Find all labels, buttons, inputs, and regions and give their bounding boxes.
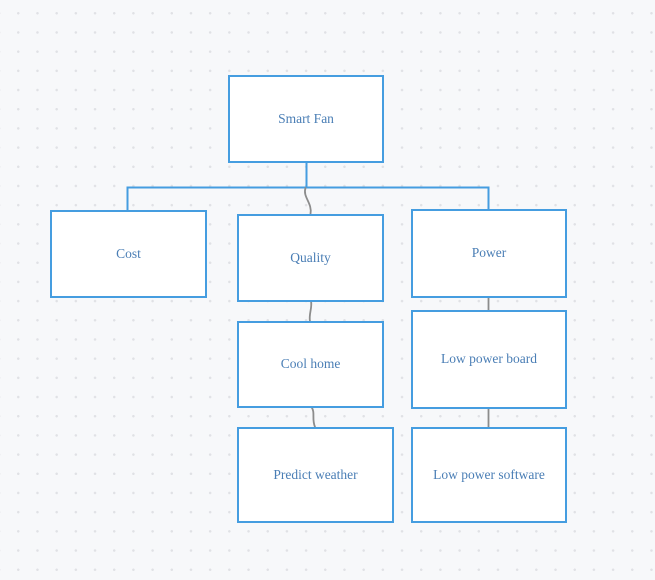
edge-smart-fan-to-power[interactable] [305, 163, 490, 209]
edge-cool-home-to-predict-weather[interactable] [310, 406, 316, 428]
node-low-power-board-label: Low power board [441, 351, 537, 367]
node-smart-fan-label: Smart Fan [278, 110, 334, 126]
node-quality[interactable]: Quality [237, 214, 384, 302]
edge-quality-to-cool-home[interactable] [308, 300, 313, 323]
node-power-label: Power [471, 245, 507, 261]
node-low-power-software-label: Low power software [433, 466, 545, 482]
edge-smart-fan-to-quality[interactable] [304, 187, 312, 215]
node-predict-weather[interactable]: Predict weather [237, 427, 394, 523]
node-smart-fan[interactable]: Smart Fan [228, 75, 384, 163]
node-predict-weather-label: Predict weather [273, 466, 358, 482]
node-cost[interactable]: Cost [50, 210, 207, 298]
node-cool-home[interactable]: Cool home [237, 321, 384, 408]
edge-smart-fan-to-cost[interactable] [126, 163, 308, 210]
node-cost-label: Cost [116, 245, 141, 261]
node-low-power-software[interactable]: Low power software [411, 427, 567, 523]
node-power[interactable]: Power [411, 209, 567, 298]
node-quality-label: Quality [290, 249, 331, 265]
node-low-power-board[interactable]: Low power board [411, 310, 567, 409]
node-cool-home-label: Cool home [280, 356, 341, 372]
